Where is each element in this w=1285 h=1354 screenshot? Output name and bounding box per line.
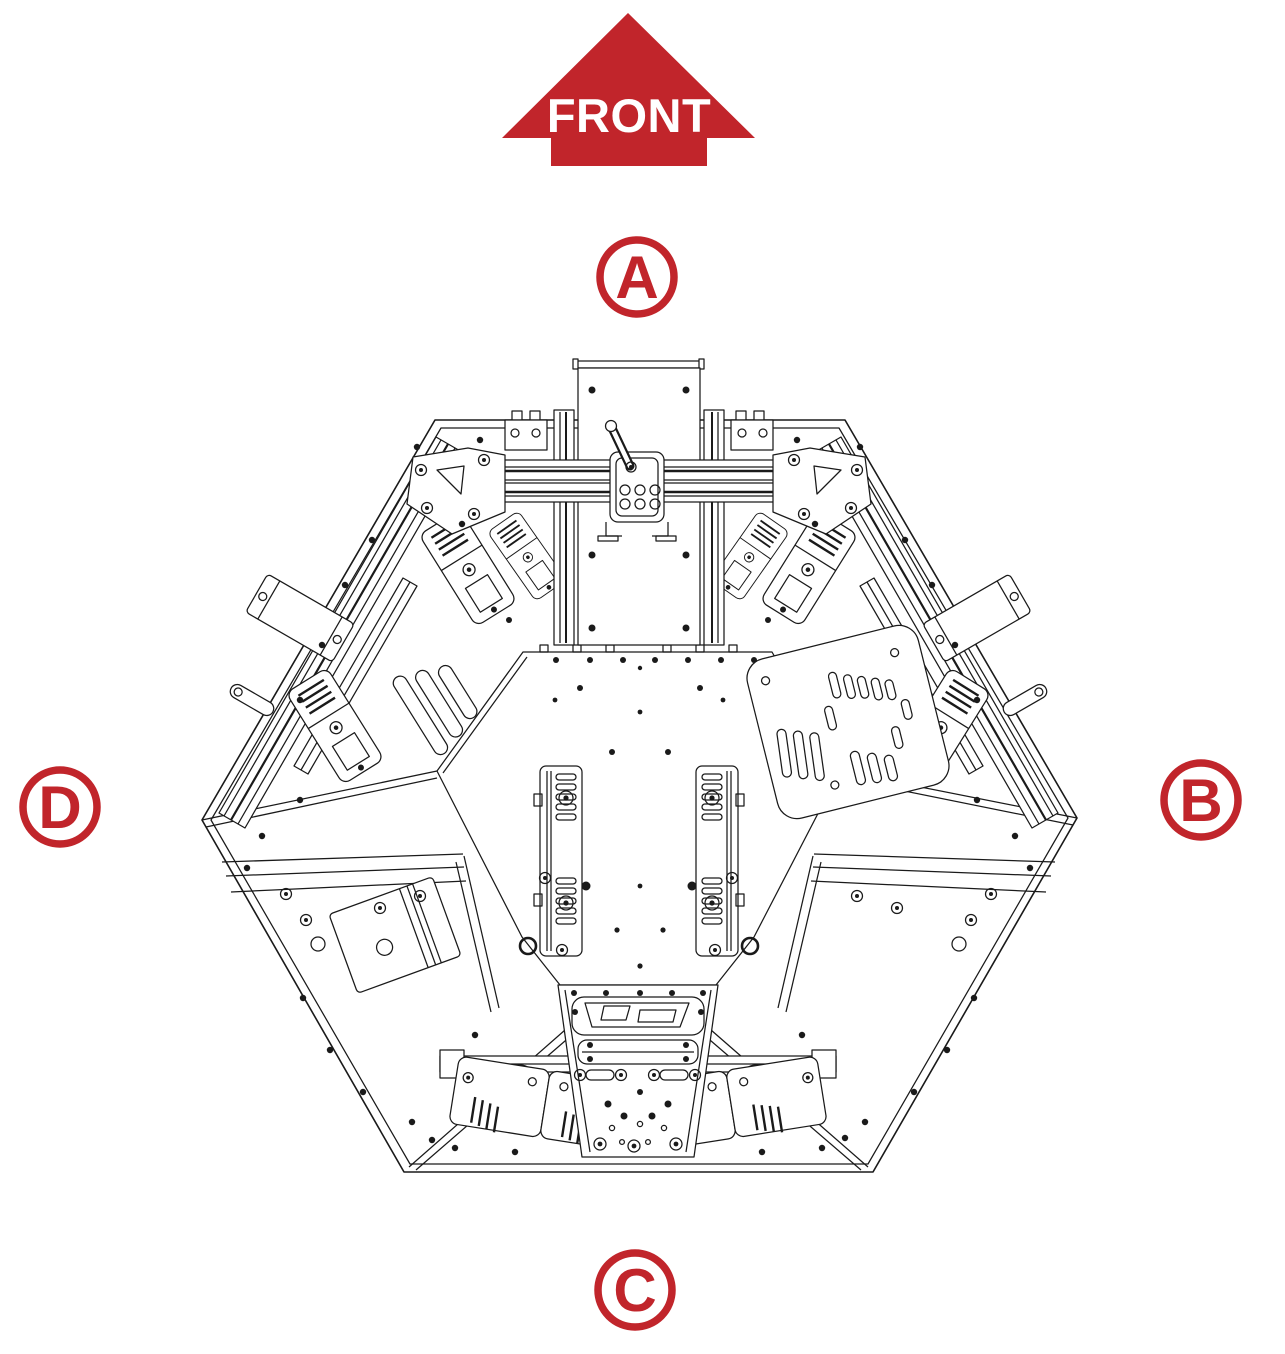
direction-label-b: B — [1160, 759, 1242, 841]
cross-motor-right — [923, 574, 1048, 717]
drive-blocks-left — [284, 508, 568, 786]
direction-label-c: C — [594, 1249, 676, 1331]
gantry-endplate-left — [406, 447, 506, 535]
label-c-letter: C — [613, 1257, 656, 1324]
label-d-circle — [19, 766, 101, 848]
front-arrow-label: FRONT — [547, 89, 711, 142]
tool-carriage — [597, 419, 677, 542]
perforated-plate — [746, 624, 950, 820]
direction-label-d: D — [19, 766, 101, 848]
label-b-circle — [1160, 759, 1242, 841]
front-arrow-icon: FRONT — [502, 13, 755, 166]
label-a-circle — [596, 236, 678, 318]
display-module — [571, 996, 705, 1065]
label-a-letter: A — [615, 244, 658, 311]
label-c-circle — [594, 1249, 676, 1331]
panel-screws — [243, 436, 1034, 1156]
bracket-plate-left — [329, 877, 461, 993]
gantry-endplate-right — [772, 447, 872, 535]
label-b-letter: B — [1179, 767, 1222, 834]
machine-drawing — [201, 358, 1078, 1173]
fastener-plate — [573, 1068, 702, 1153]
label-d-letter: D — [38, 774, 81, 841]
direction-label-a: A — [596, 236, 678, 318]
electronics-bay — [557, 984, 719, 1158]
slotted-rail-left — [518, 765, 583, 957]
slotted-rail-right — [695, 765, 760, 957]
panel-ring-screws — [279, 871, 998, 957]
cross-motor-left — [229, 574, 354, 717]
